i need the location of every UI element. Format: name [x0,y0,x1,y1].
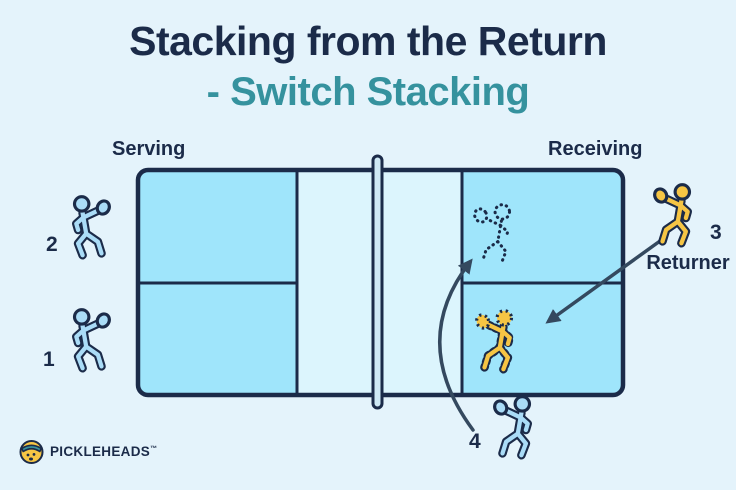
pickleball-court [135,154,626,410]
trademark-symbol: ™ [150,445,158,453]
net [371,154,384,410]
logo-wordmark: PICKLEHEADS™ [50,444,158,459]
player-ghost-icon [473,203,512,265]
brand-logo: PICKLEHEADS™ [18,438,157,465]
page-title: Stacking from the Return [129,18,607,64]
player-2-number: 2 [46,233,58,256]
player-1-number: 1 [43,348,55,371]
receiving-label: Receiving [548,138,643,160]
player-2-blue-icon [72,195,111,260]
returner-label: Returner [646,252,730,274]
player-4-number: 4 [469,430,481,453]
player-1-blue-icon [72,308,111,373]
logo-face-icon [19,440,44,464]
player-3-yellow-icon [653,183,692,248]
straight-arrow-icon [545,239,662,324]
player-yellow-dashed-icon [475,309,514,374]
serving-label: Serving [112,138,186,160]
player-4-blue-icon [493,395,532,460]
curved-arrow-icon [438,258,475,432]
player-3-number: 3 [710,221,722,244]
page-subtitle: - Switch Stacking [206,70,530,114]
